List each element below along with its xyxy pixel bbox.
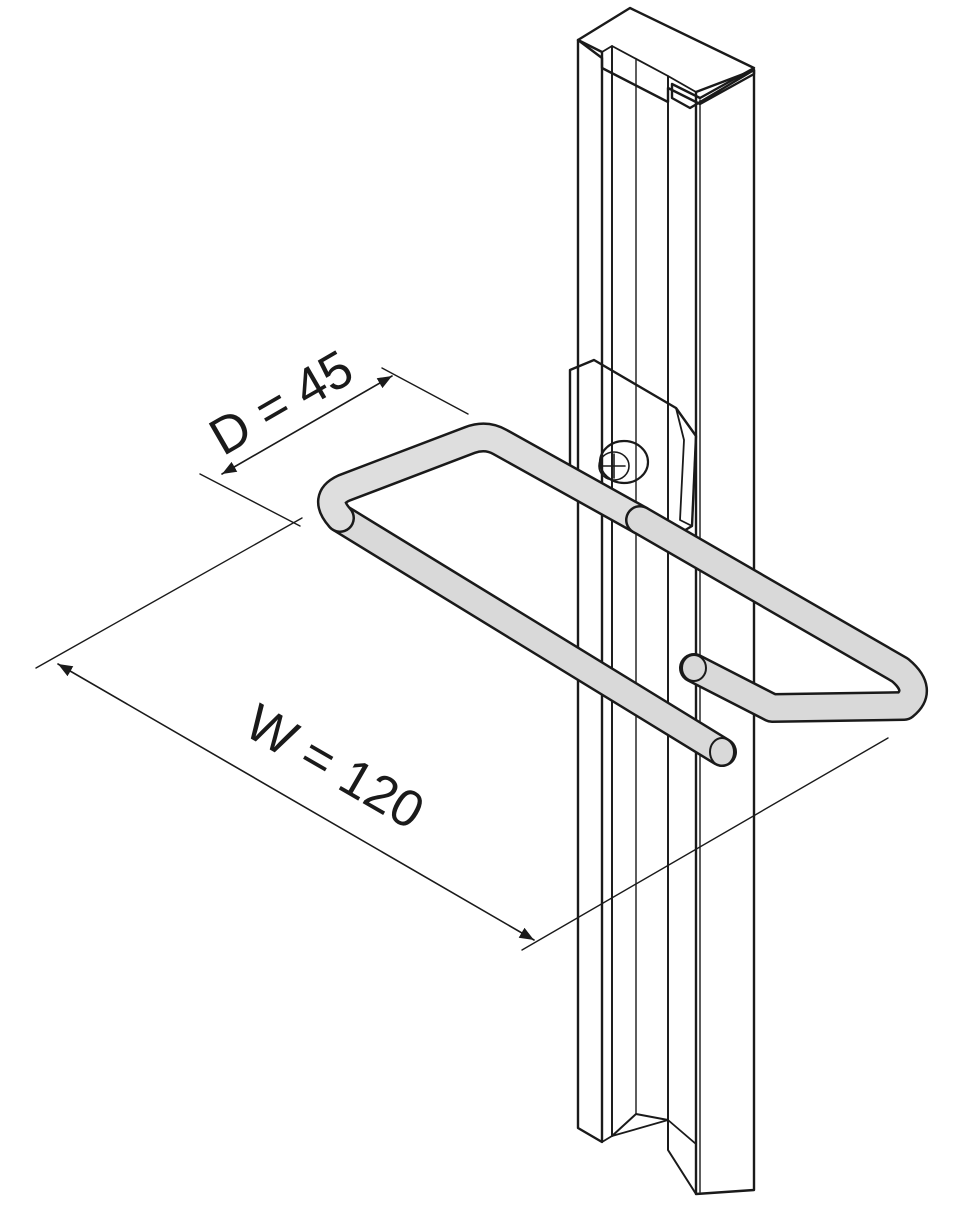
hook-front-arm <box>327 505 735 765</box>
screw-cross-icon <box>602 453 626 479</box>
depth-extension-line-back <box>381 367 469 415</box>
hook-front-end <box>709 737 735 767</box>
depth-extension-line-front <box>199 473 301 527</box>
depth-label: D = 45 <box>200 339 363 467</box>
rail-bottom-notch <box>611 1113 697 1195</box>
width-label: W = 120 <box>236 693 434 841</box>
rail-inner-lip-left <box>601 45 613 1143</box>
rail-groove <box>611 45 669 1137</box>
width-dimension-line <box>57 663 535 941</box>
rail-left-flange <box>576 38 604 1144</box>
rail-end-cap <box>576 6 756 110</box>
hook-back <box>627 507 926 721</box>
screw-head <box>598 451 630 481</box>
wire-hook <box>317 422 928 767</box>
hook-back-end <box>681 654 707 682</box>
depth-dimension-line <box>221 375 393 475</box>
mounting-plate <box>568 358 698 540</box>
width-extension-line-back <box>521 737 889 951</box>
width-extension-line-front <box>35 517 303 669</box>
plate-bevel <box>675 407 697 527</box>
rail-inner-lip-right <box>667 75 697 1145</box>
rail-right-face <box>694 68 756 1196</box>
hook-top <box>319 424 653 533</box>
mounting-rail <box>576 6 756 1196</box>
